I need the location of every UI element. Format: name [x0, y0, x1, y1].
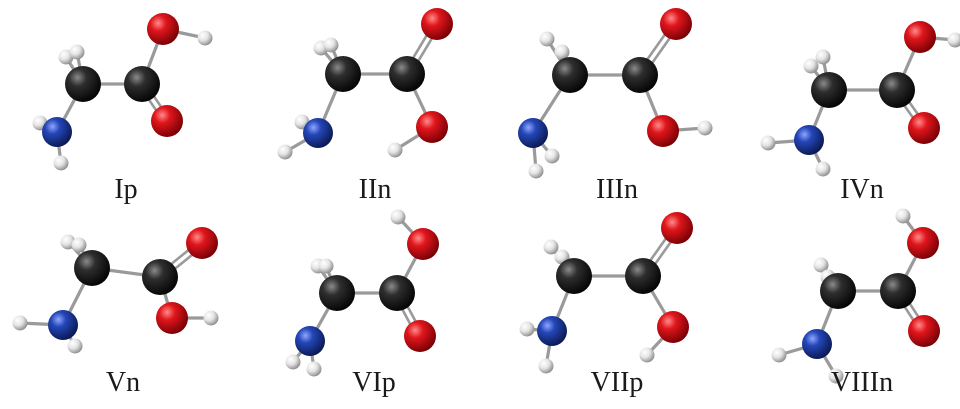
hydrogen-atom — [387, 142, 403, 158]
oxygen-atom — [908, 315, 940, 347]
hydrogen-atom — [67, 338, 83, 354]
hydrogen-atom — [390, 209, 406, 225]
carbon-atom — [879, 72, 915, 108]
carbon-atom — [142, 259, 178, 295]
conformer-label: IVn — [840, 174, 884, 205]
hydrogen-atom — [543, 239, 559, 255]
molecule-6 — [285, 209, 439, 377]
oxygen-atom — [147, 13, 179, 45]
carbon-atom — [552, 57, 588, 93]
molecule-5 — [12, 227, 219, 354]
molecules-layer — [12, 8, 960, 384]
oxygen-atom — [186, 227, 218, 259]
carbon-atom — [379, 275, 415, 311]
hydrogen-atom — [318, 258, 334, 274]
molecule-3 — [518, 8, 713, 179]
carbon-atom — [65, 66, 101, 102]
oxygen-atom — [407, 228, 439, 260]
carbon-atom — [389, 56, 425, 92]
hydrogen-atom — [306, 361, 322, 377]
hydrogen-atom — [697, 120, 713, 136]
oxygen-atom — [908, 112, 940, 144]
molecule-4 — [760, 21, 960, 177]
hydrogen-atom — [197, 30, 213, 46]
oxygen-atom — [421, 8, 453, 40]
carbon-atom — [622, 57, 658, 93]
hydrogen-atom — [277, 144, 293, 160]
carbon-atom — [325, 56, 361, 92]
nitrogen-atom — [303, 118, 333, 148]
hydrogen-atom — [803, 58, 819, 74]
oxygen-atom — [904, 21, 936, 53]
hydrogen-atom — [53, 155, 69, 171]
hydrogen-atom — [323, 37, 339, 53]
conformer-label: VIIIn — [830, 367, 894, 398]
hydrogen-atom — [528, 163, 544, 179]
carbon-atom — [625, 258, 661, 294]
nitrogen-atom — [802, 329, 832, 359]
hydrogen-atom — [947, 32, 960, 48]
carbon-atom — [811, 72, 847, 108]
conformer-label: VIIp — [590, 367, 644, 398]
hydrogen-atom — [828, 368, 844, 384]
oxygen-atom — [647, 115, 679, 147]
oxygen-atom — [151, 105, 183, 137]
conformer-label: IIIn — [596, 174, 638, 205]
hydrogen-atom — [539, 31, 555, 47]
carbon-atom — [820, 273, 856, 309]
hydrogen-atom — [639, 347, 655, 363]
hydrogen-atom — [12, 315, 28, 331]
hydrogen-atom — [71, 237, 87, 253]
hydrogen-atom — [813, 257, 829, 273]
carbon-atom — [124, 66, 160, 102]
carbon-atom — [880, 273, 916, 309]
oxygen-atom — [156, 302, 188, 334]
carbon-atom — [556, 258, 592, 294]
hydrogen-atom — [895, 208, 911, 224]
carbon-atom — [319, 275, 355, 311]
hydrogen-atom — [519, 321, 535, 337]
hydrogen-atom — [538, 358, 554, 374]
nitrogen-atom — [518, 118, 548, 148]
nitrogen-atom — [48, 310, 78, 340]
nitrogen-atom — [295, 326, 325, 356]
oxygen-atom — [657, 311, 689, 343]
hydrogen-atom — [69, 44, 85, 60]
oxygen-atom — [661, 212, 693, 244]
molecule-8 — [771, 208, 940, 384]
nitrogen-atom — [42, 117, 72, 147]
molecule-7 — [519, 212, 693, 374]
hydrogen-atom — [203, 310, 219, 326]
conformer-label: VIp — [352, 367, 396, 398]
hydrogen-atom — [771, 347, 787, 363]
hydrogen-atom — [815, 161, 831, 177]
hydrogen-atom — [554, 44, 570, 60]
conformer-label: Ip — [114, 174, 138, 205]
molecule-2 — [277, 8, 453, 160]
nitrogen-atom — [537, 316, 567, 346]
nitrogen-atom — [794, 125, 824, 155]
oxygen-atom — [907, 227, 939, 259]
oxygen-atom — [660, 8, 692, 40]
conformer-label: IIn — [358, 174, 392, 205]
conformer-label: Vn — [105, 367, 141, 398]
hydrogen-atom — [815, 49, 831, 65]
hydrogen-atom — [544, 148, 560, 164]
molecule-1 — [32, 13, 213, 171]
carbon-atom — [74, 250, 110, 286]
hydrogen-atom — [760, 135, 776, 151]
oxygen-atom — [416, 111, 448, 143]
hydrogen-atom — [285, 354, 301, 370]
oxygen-atom — [404, 320, 436, 352]
